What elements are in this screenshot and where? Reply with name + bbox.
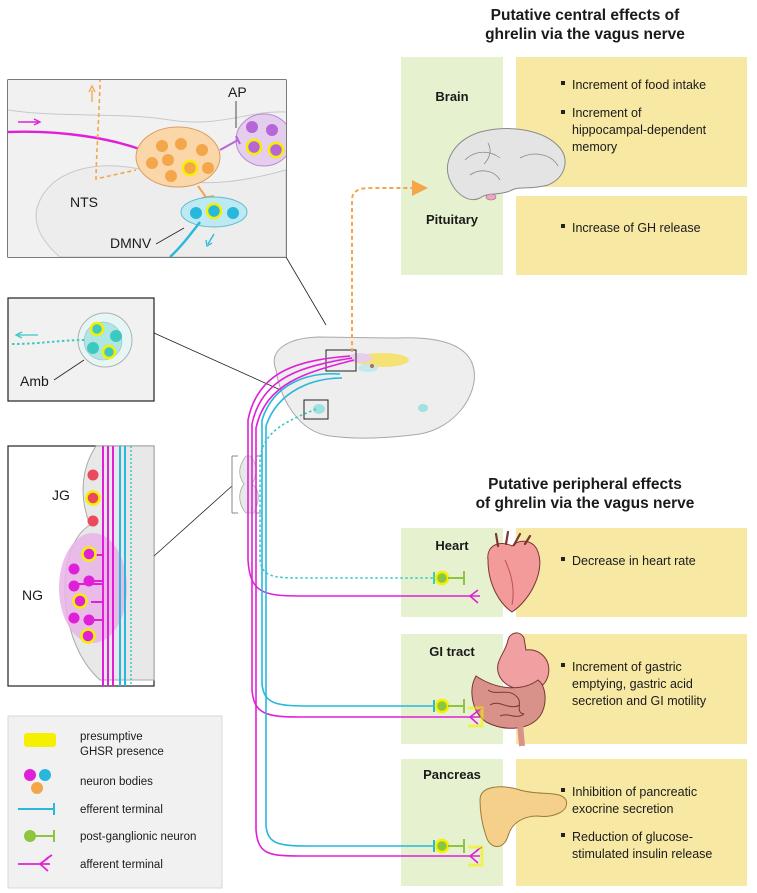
neuron-body-swatch-cyan bbox=[39, 769, 51, 781]
brain-effects-list: Increment of food intake Increment of hi… bbox=[561, 78, 707, 154]
svg-text:efferent terminal: efferent terminal bbox=[80, 804, 163, 816]
svg-text:post-ganglionic neuron: post-ganglionic neuron bbox=[80, 831, 196, 843]
gi-terminals bbox=[433, 698, 484, 728]
heart-effects-list: Decrease in heart rate bbox=[561, 554, 696, 568]
svg-text:Inhibition of pancreatic: Inhibition of pancreatic bbox=[572, 785, 697, 799]
gi-tract-illustration bbox=[471, 632, 550, 747]
svg-text:memory: memory bbox=[572, 140, 618, 154]
ng-label: NG bbox=[22, 587, 43, 603]
heart-effects-box bbox=[516, 528, 747, 617]
svg-text:Increment of gastric: Increment of gastric bbox=[572, 660, 682, 674]
central-effects-title: Putative central effects of ghrelin via … bbox=[485, 7, 685, 43]
svg-text:neuron bodies: neuron bodies bbox=[80, 776, 153, 788]
heart-organ-box bbox=[401, 528, 503, 617]
brainstem-section bbox=[273, 336, 475, 439]
svg-text:Reduction of glucose-: Reduction of glucose- bbox=[572, 830, 693, 844]
svg-text:of ghrelin via the vagus nerve: of ghrelin via the vagus nerve bbox=[476, 495, 695, 512]
svg-text:stimulated insulin release: stimulated insulin release bbox=[572, 847, 712, 861]
svg-text:Putative central effects of: Putative central effects of bbox=[491, 7, 680, 24]
jg-label: JG bbox=[52, 487, 70, 503]
amb-inset: Amb bbox=[7, 297, 155, 402]
pituitary-effects-box bbox=[516, 196, 747, 275]
svg-text:Decrease in heart rate: Decrease in heart rate bbox=[572, 554, 696, 568]
svg-text:Increment of: Increment of bbox=[572, 106, 642, 120]
brain-illustration bbox=[447, 128, 566, 201]
projection-to-brain-line bbox=[350, 180, 428, 353]
neuron-body-swatch-orange bbox=[31, 782, 43, 794]
efferent-terminal-swatch bbox=[18, 803, 55, 815]
gi-effects-list: Increment of gastric emptying, gastric a… bbox=[561, 660, 707, 708]
neuron-body-swatch-magenta bbox=[24, 769, 36, 781]
svg-text:hippocampal-dependent: hippocampal-dependent bbox=[572, 123, 707, 137]
pancreas-terminals bbox=[433, 838, 484, 867]
ganglia-inset: JG NG bbox=[7, 445, 155, 687]
pituitary-effects-list: Increase of GH release bbox=[561, 221, 701, 235]
peripheral-effects-title: Putative peripheral effects of ghrelin v… bbox=[476, 476, 695, 512]
brain-label: Brain bbox=[435, 89, 468, 104]
legend: presumptive GHSR presence neuron bodies … bbox=[7, 715, 223, 889]
svg-text:presumptive: presumptive bbox=[80, 731, 143, 743]
dmnv-label: DMNV bbox=[110, 235, 152, 251]
svg-text:ghrelin via the vagus nerve: ghrelin via the vagus nerve bbox=[485, 26, 685, 43]
ghsr-swatch bbox=[24, 733, 56, 747]
gi-effects-box bbox=[516, 634, 747, 744]
nts-label: NTS bbox=[70, 194, 98, 210]
svg-text:GHSR presence: GHSR presence bbox=[80, 746, 164, 758]
pancreas-effects-list: Inhibition of pancreatic exocrine secret… bbox=[561, 785, 712, 861]
heart-terminals bbox=[433, 570, 480, 604]
vagus-nerve-bundle bbox=[231, 355, 470, 857]
svg-text:Increment of food intake: Increment of food intake bbox=[572, 78, 706, 92]
svg-text:Putative peripheral effects: Putative peripheral effects bbox=[488, 476, 682, 493]
heart-label: Heart bbox=[435, 538, 469, 553]
svg-text:afferent terminal: afferent terminal bbox=[80, 859, 163, 871]
svg-text:secretion and GI motility: secretion and GI motility bbox=[572, 694, 707, 708]
afferent-terminal-swatch bbox=[18, 854, 53, 872]
pancreas-label: Pancreas bbox=[423, 767, 481, 782]
nts-inset: AP NTS DMNV bbox=[7, 79, 287, 258]
amb-label: Amb bbox=[20, 373, 49, 389]
pituitary-label: Pituitary bbox=[426, 212, 479, 227]
svg-text:exocrine secretion: exocrine secretion bbox=[572, 802, 673, 816]
heart-illustration bbox=[487, 530, 541, 613]
pancreas-illustration bbox=[479, 786, 568, 847]
svg-text:emptying, gastric acid: emptying, gastric acid bbox=[572, 677, 693, 691]
gi-tract-label: GI tract bbox=[429, 644, 475, 659]
post-ganglionic-swatch bbox=[24, 830, 36, 842]
svg-text:Increase of GH release: Increase of GH release bbox=[572, 221, 701, 235]
pancreas-effects-box bbox=[516, 759, 747, 886]
ap-label: AP bbox=[228, 84, 247, 100]
